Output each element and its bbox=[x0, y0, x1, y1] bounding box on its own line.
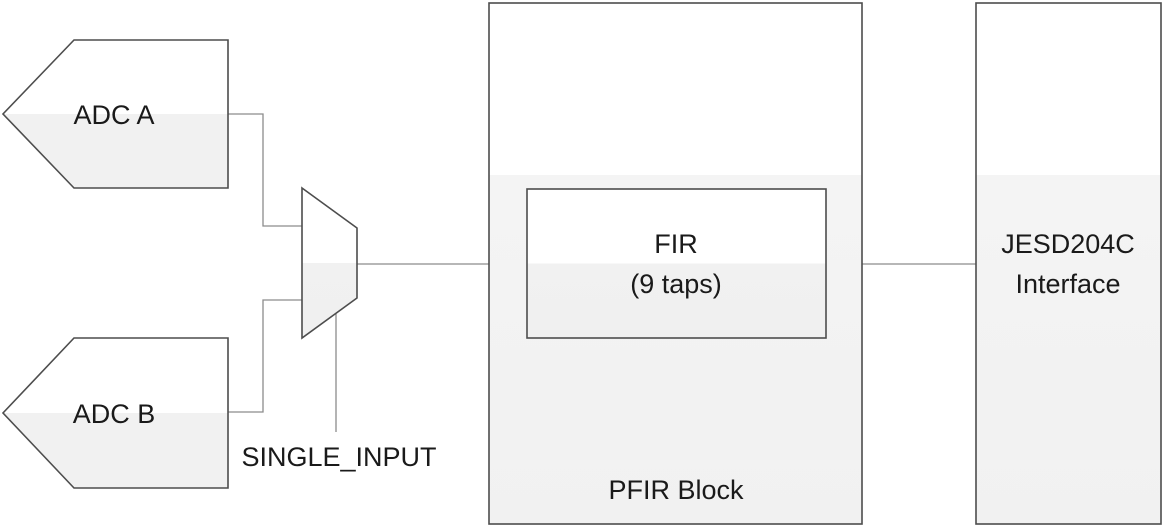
jesd-label-line1: JESD204C bbox=[1001, 229, 1135, 259]
fir-label-line2: (9 taps) bbox=[630, 269, 722, 299]
jesd-block-shape bbox=[975, 2, 1162, 525]
adc-a-block: ADC A bbox=[1, 39, 229, 189]
fir-label-line1: FIR bbox=[654, 229, 698, 259]
mux-shape bbox=[301, 186, 358, 340]
wire-adc-a-to-mux bbox=[228, 113, 302, 227]
wire-adc-b-to-mux bbox=[228, 299, 302, 413]
adc-b-shape bbox=[1, 337, 229, 489]
jesd-block: JESD204C Interface bbox=[975, 2, 1162, 525]
pfir-block-label: PFIR Block bbox=[608, 475, 744, 505]
mux-control-label: SINGLE_INPUT bbox=[241, 442, 436, 472]
adc-b-block: ADC B bbox=[1, 337, 229, 489]
adc-a-label: ADC A bbox=[73, 100, 154, 130]
jesd-label-line2: Interface bbox=[1015, 269, 1120, 299]
fir-block: FIR (9 taps) bbox=[526, 188, 827, 339]
adc-a-shape bbox=[1, 39, 229, 189]
mux-block bbox=[301, 186, 358, 340]
fir-block-shape bbox=[526, 188, 827, 339]
adc-b-label: ADC B bbox=[73, 399, 156, 429]
